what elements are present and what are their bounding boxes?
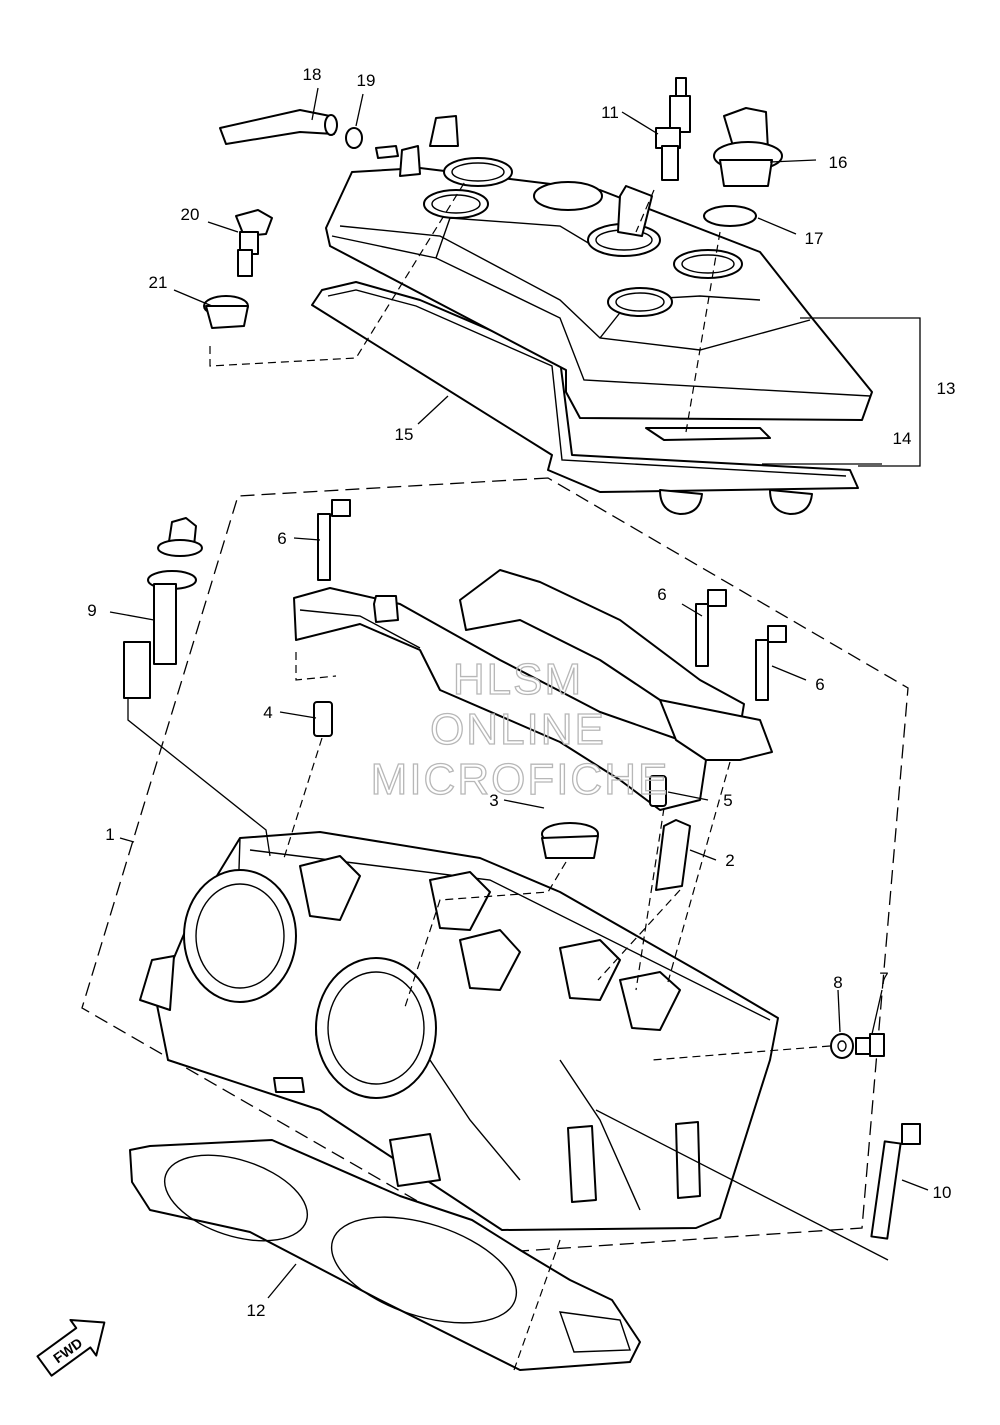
stud-bolt-9	[123, 517, 203, 699]
callout-5: 5	[723, 791, 732, 810]
callout-6a: 6	[277, 529, 286, 548]
callout-9: 9	[87, 601, 96, 620]
alignment-lines	[209, 179, 831, 1371]
bolt-20	[235, 209, 273, 277]
callout-17: 17	[805, 229, 824, 248]
callout-8: 8	[833, 973, 842, 992]
callout-4: 4	[263, 703, 272, 722]
callout-16: 16	[829, 153, 848, 172]
callout-1: 1	[105, 825, 114, 844]
callout-labels: 1 2 3 4 5 6 6 6 7 8 9 10 11 12 13 14 15 …	[87, 65, 955, 1320]
grommet-21	[203, 295, 249, 329]
callout-13: 13	[937, 379, 956, 398]
fwd-arrow-icon	[36, 1318, 106, 1377]
watermark-line-1: HLSM	[453, 655, 583, 704]
callout-19: 19	[357, 71, 376, 90]
washer-8	[830, 1033, 854, 1059]
fwd-direction-badge: FWD	[36, 1318, 106, 1377]
watermark-line-3: MICROFICHE	[371, 755, 670, 804]
bolt-6c	[755, 625, 787, 701]
camshaft-cap	[293, 569, 773, 811]
callout-15: 15	[395, 425, 414, 444]
chain-guide-2	[655, 819, 691, 891]
bolt-6a	[317, 499, 351, 581]
callout-21: 21	[149, 273, 168, 292]
o-ring	[703, 205, 757, 227]
watermark-line-2: ONLINE	[430, 705, 606, 754]
leader-lines	[109, 87, 929, 1299]
callout-18: 18	[303, 65, 322, 84]
callout-20: 20	[181, 205, 200, 224]
callout-3: 3	[489, 791, 498, 810]
watermark: HLSM ONLINE MICROFICHE	[370, 654, 670, 804]
bolt-7	[855, 1033, 885, 1057]
callout-2: 2	[725, 851, 734, 870]
callout-11: 11	[601, 103, 619, 122]
head-gasket	[129, 1139, 641, 1371]
callout-6b: 6	[657, 585, 666, 604]
head-cover	[311, 115, 873, 515]
plug-3	[541, 822, 599, 859]
callout-6c: 6	[815, 675, 824, 694]
callout-10: 10	[933, 1183, 952, 1202]
clip-part	[345, 127, 363, 149]
cylinder-head	[139, 831, 779, 1231]
oil-filler-cap	[713, 107, 783, 187]
bolt-6b	[695, 589, 727, 667]
hose-part	[219, 109, 338, 145]
dowel-pin-5	[649, 775, 667, 807]
dowel-pin-4	[313, 701, 333, 737]
callout-7: 7	[879, 969, 888, 988]
spark-plug	[655, 77, 691, 181]
bolt-10	[870, 1123, 921, 1240]
callout-14: 14	[893, 429, 912, 448]
callout-12: 12	[247, 1301, 266, 1320]
